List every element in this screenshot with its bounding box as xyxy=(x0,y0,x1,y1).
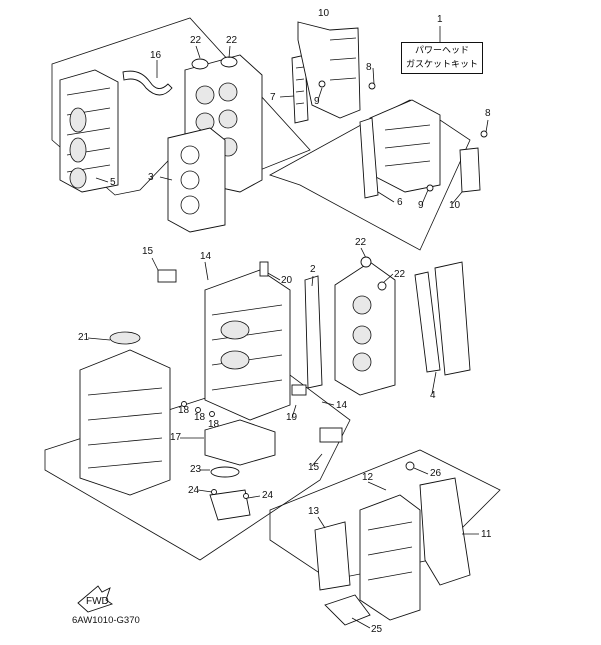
intake-manifold xyxy=(359,494,421,621)
part-10-upper-cover xyxy=(297,21,361,119)
callout-1: 1 xyxy=(437,14,443,25)
drawing-code: 6AW1010-G370 xyxy=(72,615,140,626)
callout-17: 17 xyxy=(170,432,182,443)
callout-23: 23 xyxy=(190,464,202,475)
fasteners xyxy=(157,80,488,499)
crankcase-block xyxy=(204,269,291,421)
callout-8b: 8 xyxy=(485,108,491,119)
callout-4: 4 xyxy=(430,390,436,401)
callout-9b: 9 xyxy=(418,200,424,211)
leader-lines xyxy=(87,26,489,629)
callout-22d: 22 xyxy=(394,269,406,280)
callout-16: 16 xyxy=(150,50,162,61)
callout-6: 6 xyxy=(397,197,403,208)
callout-14b: 14 xyxy=(336,400,348,411)
callout-10b: 10 xyxy=(449,200,461,211)
fwd-arrow-icon: FWD xyxy=(77,585,114,613)
fwd-label: FWD xyxy=(86,596,109,607)
cylinder-right xyxy=(334,261,396,396)
callout-22c: 22 xyxy=(355,237,367,248)
part-17-gasket xyxy=(204,419,276,466)
callout-18a: 18 xyxy=(178,405,190,416)
part-4-gasket xyxy=(414,271,441,373)
callout-22a: 22 xyxy=(190,35,202,46)
callout-10: 10 xyxy=(318,8,330,19)
callout-26: 26 xyxy=(430,468,442,479)
callout-3: 3 xyxy=(148,172,154,183)
callout-11: 11 xyxy=(481,529,492,540)
kit-label-line1: パワーヘッド xyxy=(414,45,469,55)
callout-15: 15 xyxy=(142,246,154,257)
lower-block xyxy=(79,331,171,496)
callout-5: 5 xyxy=(110,177,116,188)
callout-25: 25 xyxy=(371,624,383,635)
gasket-kit-label: パワーヘッド ガスケットキット xyxy=(401,42,483,74)
kit-label-line2: ガスケットキット xyxy=(405,59,478,69)
callout-20: 20 xyxy=(281,275,293,286)
callout-2: 2 xyxy=(310,264,316,275)
part-11-gasket xyxy=(419,477,471,586)
part-5-head-cover xyxy=(59,69,119,193)
part-16-hose xyxy=(122,70,173,96)
part-13-gasket xyxy=(314,521,351,591)
callout-18c: 18 xyxy=(208,419,220,430)
part-3-head-gasket xyxy=(167,127,226,233)
part-25-component xyxy=(324,594,371,626)
callout-13: 13 xyxy=(308,506,320,517)
callout-7: 7 xyxy=(270,92,276,103)
callout-24a: 24 xyxy=(188,485,200,496)
part-23-oring xyxy=(210,466,240,478)
callout-18b: 18 xyxy=(194,412,206,423)
callout-12: 12 xyxy=(362,472,374,483)
right-side-cover xyxy=(434,261,471,376)
callout-24b: 24 xyxy=(262,490,274,501)
callout-22b: 22 xyxy=(226,35,238,46)
part-24-housing xyxy=(209,489,251,521)
part-2-gasket xyxy=(304,275,323,389)
callout-9: 9 xyxy=(314,96,320,107)
callout-8: 8 xyxy=(366,62,372,73)
part-7-exhaust-gasket xyxy=(291,54,309,124)
exhaust-cover-right xyxy=(359,99,481,199)
callout-21: 21 xyxy=(78,332,90,343)
callout-15b: 15 xyxy=(308,462,320,473)
callout-14: 14 xyxy=(200,251,212,262)
